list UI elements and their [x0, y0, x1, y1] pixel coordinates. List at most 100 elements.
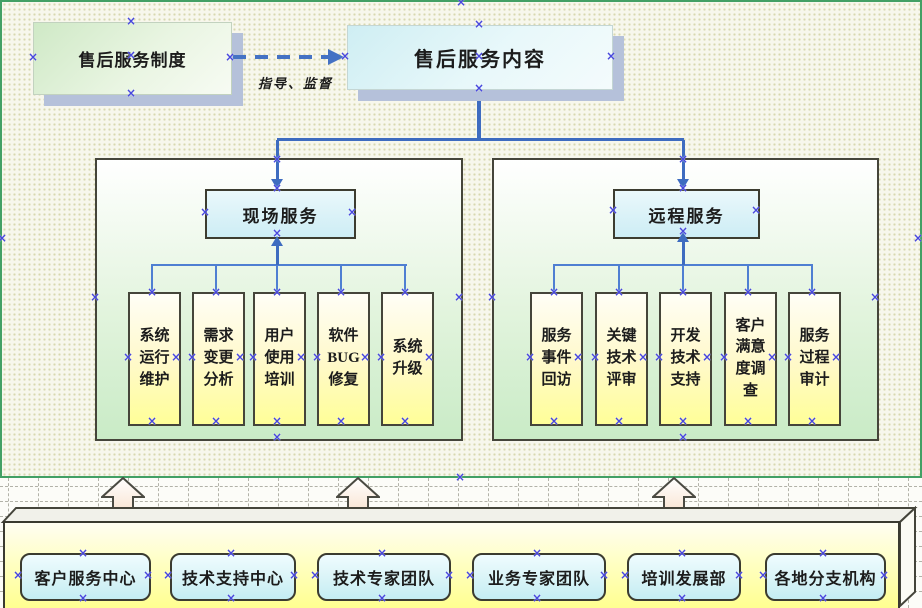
remote-item-box[interactable]: 服务 过程 审计 [788, 292, 841, 426]
selection-handle[interactable]: × [701, 350, 713, 364]
onsite-item-box[interactable]: 需求 变更 分析 [192, 292, 245, 426]
selection-handle[interactable]: × [572, 350, 584, 364]
selection-handle[interactable]: × [77, 591, 89, 605]
selection-handle[interactable]: × [210, 285, 222, 299]
after-sales-content-box[interactable]: 售后服务内容 [347, 25, 613, 90]
selection-handle[interactable]: × [288, 568, 300, 582]
selection-handle[interactable]: × [806, 285, 818, 299]
selection-handle[interactable]: × [146, 285, 158, 299]
selection-handle[interactable]: × [878, 568, 890, 582]
selection-handle[interactable]: × [473, 17, 485, 31]
selection-handle[interactable]: × [142, 568, 154, 582]
selection-handle[interactable]: × [271, 414, 283, 428]
selection-handle[interactable]: × [0, 231, 8, 245]
selection-handle[interactable]: × [806, 414, 818, 428]
department-box[interactable]: 培训发展部 [627, 553, 741, 601]
platform-front-face[interactable] [3, 521, 900, 608]
selection-handle[interactable]: × [742, 414, 754, 428]
selection-handle[interactable]: × [912, 231, 922, 245]
selection-handle[interactable]: × [757, 568, 769, 582]
remote-tree-stub[interactable] [682, 264, 684, 292]
remote-item-box[interactable]: 服务 事件 回访 [530, 292, 583, 426]
selection-handle[interactable]: × [454, 470, 466, 484]
selection-handle[interactable]: × [548, 285, 560, 299]
selection-handle[interactable]: × [677, 430, 689, 444]
selection-handle[interactable]: × [653, 350, 665, 364]
selection-handle[interactable]: × [89, 290, 101, 304]
selection-handle[interactable]: × [225, 591, 237, 605]
onsite-tree-horizontal[interactable] [151, 264, 407, 266]
selection-handle[interactable]: × [677, 414, 689, 428]
department-box[interactable]: 业务专家团队 [472, 553, 606, 601]
selection-handle[interactable]: × [486, 290, 498, 304]
selection-handle[interactable]: × [637, 350, 649, 364]
selection-handle[interactable]: × [122, 350, 134, 364]
selection-handle[interactable]: × [247, 350, 259, 364]
selection-handle[interactable]: × [677, 224, 689, 238]
selection-handle[interactable]: × [162, 568, 174, 582]
selection-handle[interactable]: × [423, 350, 435, 364]
department-box[interactable]: 各地分支机构 [765, 553, 886, 601]
selection-handle[interactable]: × [271, 181, 283, 195]
remote-tree-stub[interactable] [811, 264, 813, 292]
onsite-item-box[interactable]: 系统 运行 维护 [128, 292, 181, 426]
selection-handle[interactable]: × [473, 49, 485, 63]
selection-handle[interactable]: × [464, 568, 476, 582]
selection-handle[interactable]: × [125, 48, 137, 62]
remote-service-header-box[interactable]: 远程服务 [613, 189, 760, 239]
selection-handle[interactable]: × [677, 285, 689, 299]
selection-handle[interactable]: × [548, 414, 560, 428]
selection-handle[interactable]: × [335, 285, 347, 299]
selection-handle[interactable]: × [375, 350, 387, 364]
selection-handle[interactable]: × [77, 546, 89, 560]
selection-handle[interactable]: × [359, 350, 371, 364]
selection-handle[interactable]: × [473, 81, 485, 95]
selection-handle[interactable]: × [311, 350, 323, 364]
selection-handle[interactable]: × [531, 591, 543, 605]
onsite-service-header-box[interactable]: 现场服务 [205, 189, 356, 239]
remote-tree-stub[interactable] [618, 264, 620, 292]
selection-handle[interactable]: × [346, 205, 358, 219]
selection-handle[interactable]: × [225, 546, 237, 560]
selection-handle[interactable]: × [455, 0, 467, 9]
selection-handle[interactable]: × [376, 591, 388, 605]
selection-handle[interactable]: × [607, 203, 619, 217]
selection-handle[interactable]: × [598, 568, 610, 582]
connector-drop-right[interactable] [682, 140, 685, 181]
selection-handle[interactable]: × [399, 414, 411, 428]
selection-handle[interactable]: × [676, 591, 688, 605]
selection-handle[interactable]: × [524, 350, 536, 364]
selection-handle[interactable]: × [453, 290, 465, 304]
remote-item-box[interactable]: 客户 满意 度调 查 [724, 292, 777, 426]
selection-handle[interactable]: × [125, 86, 137, 100]
selection-handle[interactable]: × [605, 49, 617, 63]
selection-handle[interactable]: × [817, 546, 829, 560]
selection-handle[interactable]: × [295, 350, 307, 364]
selection-handle[interactable]: × [830, 350, 842, 364]
selection-handle[interactable]: × [589, 350, 601, 364]
selection-handle[interactable]: × [146, 414, 158, 428]
onsite-tree-stub[interactable] [151, 264, 153, 292]
selection-handle[interactable]: × [613, 285, 625, 299]
selection-handle[interactable]: × [676, 546, 688, 560]
connector-drop-left[interactable] [276, 140, 279, 181]
selection-handle[interactable]: × [677, 152, 689, 166]
selection-handle[interactable]: × [199, 205, 211, 219]
selection-handle[interactable]: × [869, 290, 881, 304]
onsite-tree-stub[interactable] [404, 264, 406, 292]
selection-handle[interactable]: × [271, 430, 283, 444]
selection-handle[interactable]: × [742, 285, 754, 299]
selection-handle[interactable]: × [399, 285, 411, 299]
selection-handle[interactable]: × [718, 350, 730, 364]
selection-handle[interactable]: × [271, 152, 283, 166]
remote-tree-upline[interactable] [682, 242, 685, 265]
onsite-tree-stub[interactable] [215, 264, 217, 292]
selection-handle[interactable]: × [817, 591, 829, 605]
onsite-item-box[interactable]: 软件 BUG 修复 [317, 292, 370, 426]
department-box[interactable]: 技术专家团队 [317, 553, 451, 601]
selection-handle[interactable]: × [677, 181, 689, 195]
selection-handle[interactable]: × [309, 568, 321, 582]
remote-item-box[interactable]: 关键 技术 评审 [595, 292, 648, 426]
selection-handle[interactable]: × [210, 414, 222, 428]
selection-handle[interactable]: × [443, 568, 455, 582]
